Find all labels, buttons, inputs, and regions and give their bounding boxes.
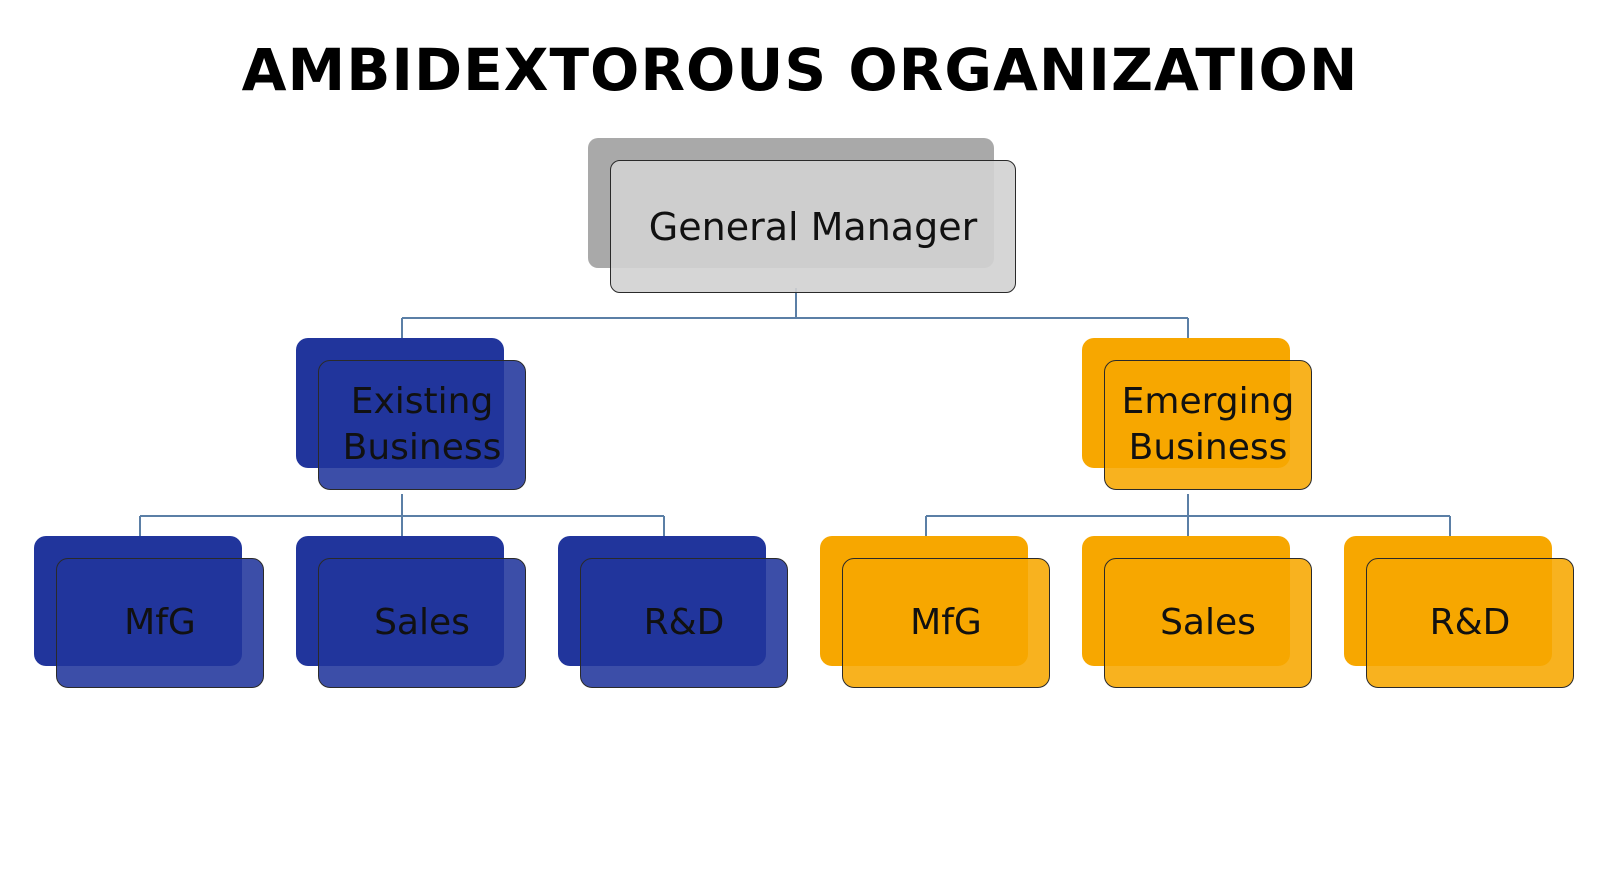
existing-business-label: Existing Business [342, 381, 502, 468]
emerging-sales-label: Sales [1160, 602, 1256, 643]
existing-mfg-label: MfG [124, 602, 196, 643]
node-box [318, 558, 526, 688]
existing-rnd-label: R&D [643, 602, 725, 643]
diagram-title: AMBIDEXTOROUS ORGANIZATION [241, 36, 1359, 104]
connector-root [401, 288, 1189, 340]
general-manager-label: General Manager [648, 204, 978, 249]
existing-sales-label: Sales [374, 602, 470, 643]
connector-existing [139, 494, 665, 538]
node-box [610, 160, 1016, 293]
node-box [1104, 360, 1312, 490]
emerging-business-label: Emerging Business [1121, 381, 1295, 468]
emerging-mfg-label: MfG [910, 602, 982, 643]
node-box [842, 558, 1050, 688]
node-box [56, 558, 264, 688]
node-box [1104, 558, 1312, 688]
node-box [1366, 558, 1574, 688]
connector-emerging [925, 494, 1451, 538]
node-box [318, 360, 526, 490]
node-box [580, 558, 788, 688]
emerging-rnd-label: R&D [1429, 602, 1511, 643]
